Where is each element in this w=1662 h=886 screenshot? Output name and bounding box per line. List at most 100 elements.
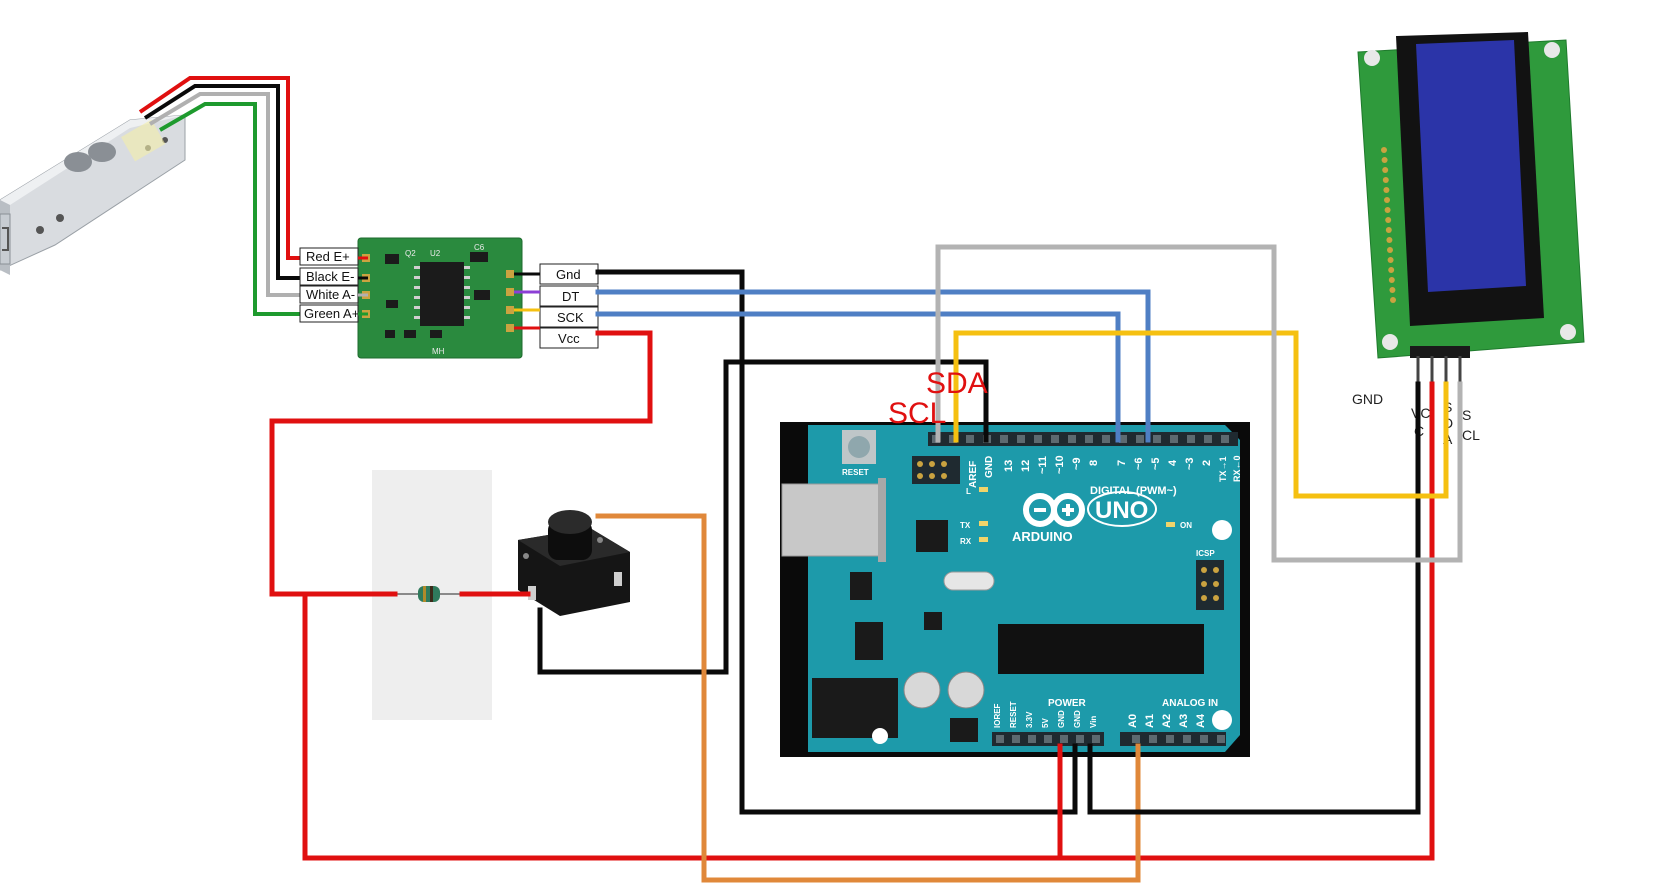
pin-rx0: RX←0 [1232,455,1242,482]
wire-white-a-minus [148,92,360,297]
lcd-side-pin [1386,237,1393,243]
pin-gnd-top: GND [984,456,995,478]
pin-10: ~10 [1054,455,1066,474]
lcd-side-pin [1384,197,1390,203]
circuit-wires [269,244,1463,883]
resistor [395,586,462,602]
hx711-load-labels: Red E+ Black E- White A- Green A+ [299,247,368,323]
lcd-side-pin [1381,157,1388,163]
digital-header-pin [949,435,957,443]
digital-header-pin [1119,435,1127,443]
power-header-pin [1132,735,1140,743]
power-header-pin [1044,735,1052,743]
hx711-mark-mh: MH [432,347,445,356]
wire-scl [935,244,1463,563]
label-scl: SCL [888,397,946,430]
power-header-pin [1076,735,1084,743]
lcd-side-pin [1388,267,1395,273]
hx711-mark-q2: Q2 [405,249,416,258]
pin-2: 2 [1201,460,1213,466]
digital-header-pin [1204,435,1212,443]
wire-hx711-dt [595,289,1151,443]
lcd-label-scl-b: CL [1462,427,1480,443]
label-black-e-minus: Black E- [306,269,354,284]
pin-vin: Vin [1089,716,1098,728]
lcd-side-pin [1390,297,1396,303]
wire-sda [953,330,1449,499]
wire-lcd-gnd [1087,381,1421,815]
digital-header-pin [1136,435,1144,443]
load-cell [0,114,186,275]
digital-header-pin [1000,435,1008,443]
power-header-pin [1149,735,1157,743]
label-dt: DT [562,289,579,304]
lcd-label-scl-a: S [1462,407,1471,423]
power-header-pin [1217,735,1225,743]
pin-a1: A1 [1144,714,1156,728]
digital-header-pin [1034,435,1042,443]
hx711-mcu-labels: Gnd DT SCK Vcc [514,263,599,349]
label-reset: RESET [842,468,869,477]
digital-header-pin [1221,435,1229,443]
digital-header-pin [1051,435,1059,443]
hx711-mark-c6: C6 [474,243,485,252]
wire-green-a-plus [158,102,360,316]
label-vcc: Vcc [558,331,580,346]
digital-header-pin [1068,435,1076,443]
arduino-brand: ARDUINO [1012,529,1073,544]
label-icsp: ICSP [1196,549,1215,558]
hx711-mark-u2: U2 [430,249,441,258]
digital-header-pin [1085,435,1093,443]
lcd-side-pin [1382,167,1389,173]
pin-7: 7 [1116,460,1128,466]
pin-a0: A0 [1127,714,1139,728]
lcd-side-pin [1387,257,1394,263]
digital-header-pin [1153,435,1161,443]
arduino-logo: UNO ARDUINO [1012,491,1157,544]
label-digital-pwm: DIGITAL (PWM~) [1090,485,1177,497]
label-led-on: ON [1180,521,1192,530]
digital-header-pin [1187,435,1195,443]
label-led-tx: TX [960,521,971,530]
lcd-side-pin [1381,147,1387,153]
label-red-e-plus: Red E+ [306,249,350,264]
pin-tx1: TX→1 [1218,456,1228,482]
label-led-rx: RX [960,537,972,546]
label-white-a-minus: White A- [306,287,355,302]
wire-red-lcd [1057,381,1435,861]
lcd-module [1357,32,1585,384]
wire-hx711-sck [595,311,1121,443]
lcd-side-pin [1382,177,1389,183]
pin-gnd-1: GND [1057,710,1066,728]
pin-9: ~9 [1071,457,1083,470]
hx711-module: MH U2 Q2 C6 [357,237,523,359]
pin-6: ~6 [1133,457,1145,470]
pin-a4: A4 [1195,713,1207,728]
digital-header-pin [1017,435,1025,443]
digital-header-pin [1170,435,1178,443]
pin-ioref: IOREF [993,703,1002,728]
wire-hx711-gnd [595,269,1078,815]
power-header-pin [1092,735,1100,743]
pin-a2: A2 [1161,714,1173,728]
power-header-pin [1060,735,1068,743]
lcd-side-pin [1389,287,1396,293]
pin-a5: A5 [1212,714,1224,728]
pin-5: ~5 [1150,457,1162,470]
label-green-a-plus: Green A+ [304,306,359,321]
label-power: POWER [1048,698,1087,709]
pin-5v: 5V [1041,718,1050,728]
pin-3v3: 3.3V [1025,711,1034,728]
label-analog-in: ANALOG IN [1162,698,1218,709]
lcd-side-pin [1383,187,1390,193]
pin-reset: RESET [1009,701,1018,728]
lcd-side-pin [1385,217,1392,223]
push-button [518,510,630,616]
pin-3: ~3 [1184,457,1196,470]
label-sda: SDA [926,367,988,400]
wire-red-rail [302,591,1063,861]
label-gnd: Gnd [556,267,581,282]
lcd-side-pin [1384,207,1391,213]
pin-8: 8 [1088,460,1100,466]
